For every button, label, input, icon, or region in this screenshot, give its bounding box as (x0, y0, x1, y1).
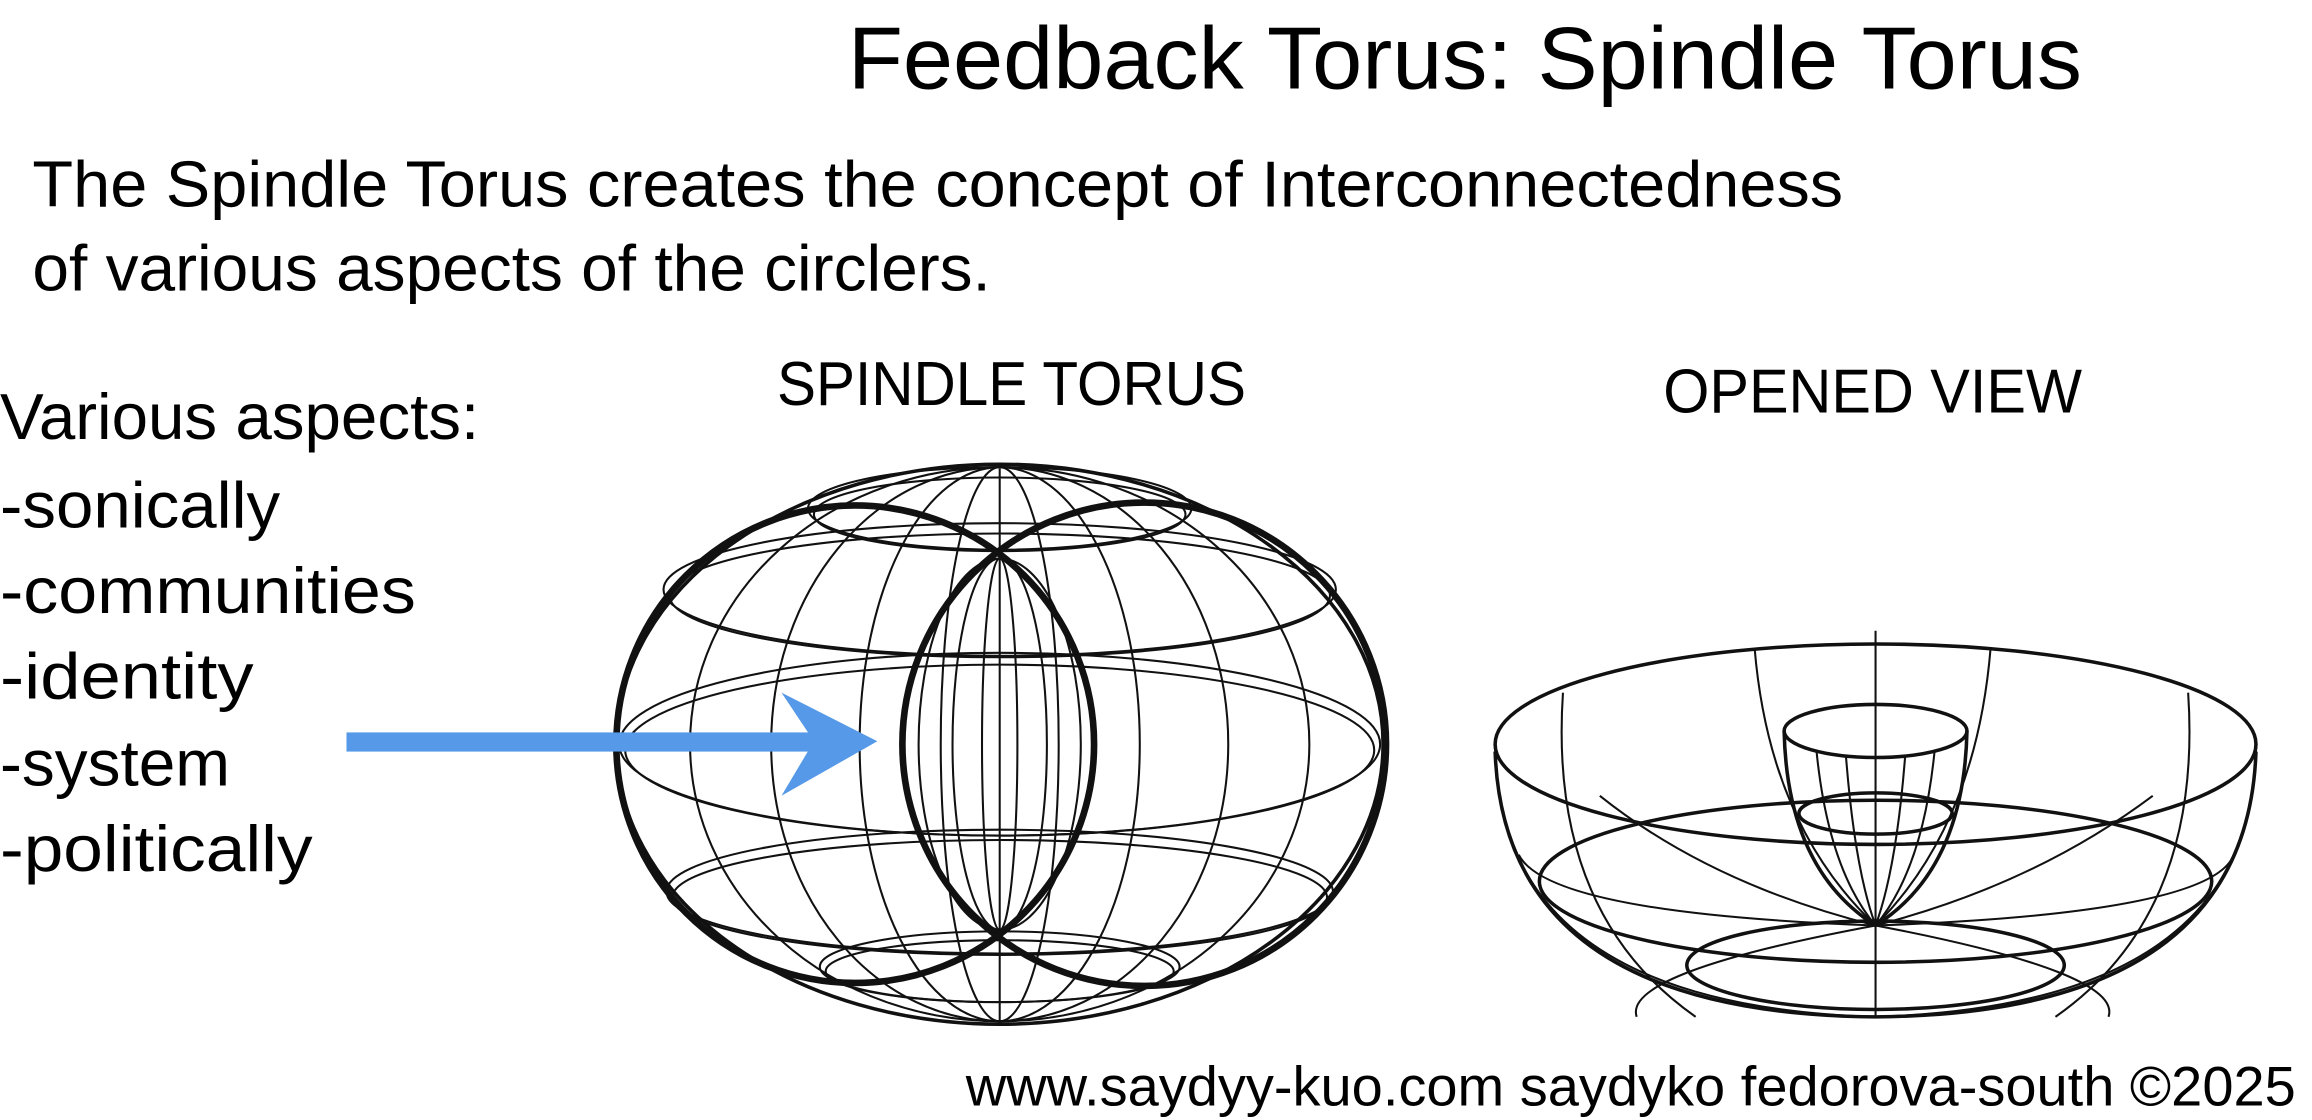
page-title: Feedback Torus: Spindle Torus (848, 8, 2082, 107)
description-line-2: of various aspects of the circlers. (32, 231, 990, 304)
opened-view-label: OPENED VIEW (1663, 358, 2082, 427)
aspects-heading: Various aspects: (0, 380, 479, 453)
arrow-icon (346, 692, 878, 796)
footer-credit: www.saydyy-kuo.com saydyko fedorova-sout… (965, 1054, 2296, 1117)
opened-view-figure (1493, 630, 2258, 1019)
aspect-item: -communities (0, 554, 416, 627)
aspect-item: -sonically (0, 469, 281, 542)
spindle-torus-label: SPINDLE TORUS (777, 350, 1246, 419)
description-line-1: The Spindle Torus creates the concept of… (32, 147, 1843, 220)
aspect-item: -identity (0, 640, 254, 713)
aspect-item: -system (0, 726, 230, 799)
aspect-item: -politically (0, 812, 313, 885)
